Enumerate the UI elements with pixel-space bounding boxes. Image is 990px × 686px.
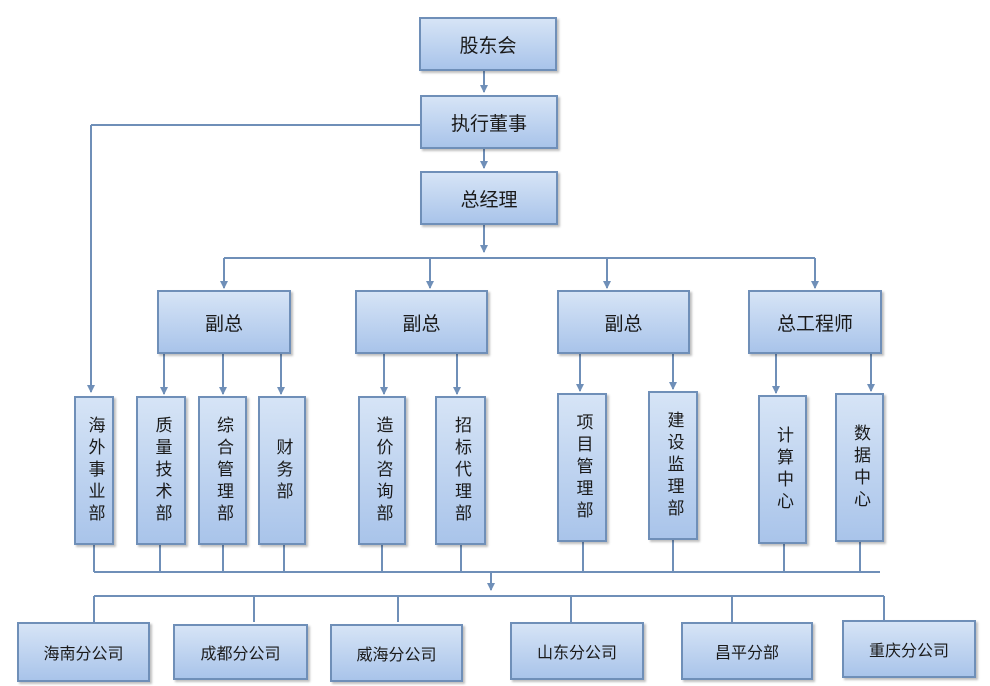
node-label: 山东分公司 bbox=[536, 643, 617, 662]
node-label: 总工程师 bbox=[776, 312, 853, 335]
node-label: 威海分公司 bbox=[356, 645, 437, 664]
node-branch-chongqing: 重庆分公司 bbox=[842, 620, 976, 678]
node-vice-president-3: 副总 bbox=[557, 290, 690, 354]
node-branch-weihai: 威海分公司 bbox=[330, 624, 463, 682]
node-dept-construction-supervision: 建设监理部 bbox=[648, 391, 698, 540]
node-general-manager: 总经理 bbox=[420, 171, 558, 225]
node-label: 财务部 bbox=[272, 437, 293, 504]
node-dept-admin: 综合管理部 bbox=[198, 396, 247, 545]
node-dept-cost-consulting: 造价咨询部 bbox=[358, 396, 406, 545]
node-label: 总经理 bbox=[460, 188, 518, 211]
node-label: 招标代理部 bbox=[451, 415, 471, 526]
node-branch-chengdu: 成都分公司 bbox=[173, 624, 308, 680]
node-chief-engineer: 总工程师 bbox=[748, 290, 882, 354]
node-label: 造价咨询部 bbox=[372, 415, 393, 526]
node-label: 海外事业部 bbox=[84, 415, 105, 526]
node-shareholders: 股东会 bbox=[419, 17, 557, 71]
node-label: 计算中心 bbox=[773, 425, 793, 514]
node-branch-shandong: 山东分公司 bbox=[510, 622, 644, 680]
node-label: 海南分公司 bbox=[43, 644, 124, 663]
node-label: 重庆分公司 bbox=[868, 641, 949, 660]
node-label: 股东会 bbox=[459, 34, 517, 57]
node-dept-project-management: 项目管理部 bbox=[557, 393, 607, 542]
node-label: 质量技术部 bbox=[151, 415, 172, 526]
node-label: 项目管理部 bbox=[572, 412, 593, 523]
node-executive-director: 执行董事 bbox=[420, 95, 558, 149]
node-vice-president-1: 副总 bbox=[157, 290, 291, 354]
node-branch-changping: 昌平分部 bbox=[681, 622, 813, 680]
node-label: 昌平分部 bbox=[714, 643, 779, 662]
node-label: 副总 bbox=[402, 312, 441, 335]
node-label: 数据中心 bbox=[850, 423, 870, 512]
node-label: 建设监理部 bbox=[663, 410, 684, 521]
node-dept-bidding-agency: 招标代理部 bbox=[435, 396, 486, 545]
node-label: 成都分公司 bbox=[200, 644, 281, 663]
node-dept-overseas: 海外事业部 bbox=[74, 396, 114, 545]
node-label: 执行董事 bbox=[450, 112, 527, 135]
node-vice-president-2: 副总 bbox=[355, 290, 488, 354]
node-branch-hainan: 海南分公司 bbox=[17, 622, 150, 682]
node-label: 副总 bbox=[604, 312, 643, 335]
node-dept-quality: 质量技术部 bbox=[136, 396, 186, 545]
node-dept-finance: 财务部 bbox=[258, 396, 306, 545]
node-label: 综合管理部 bbox=[213, 415, 233, 526]
node-dept-computing-center: 计算中心 bbox=[758, 395, 807, 544]
node-label: 副总 bbox=[204, 312, 243, 335]
node-dept-data-center: 数据中心 bbox=[835, 393, 884, 542]
